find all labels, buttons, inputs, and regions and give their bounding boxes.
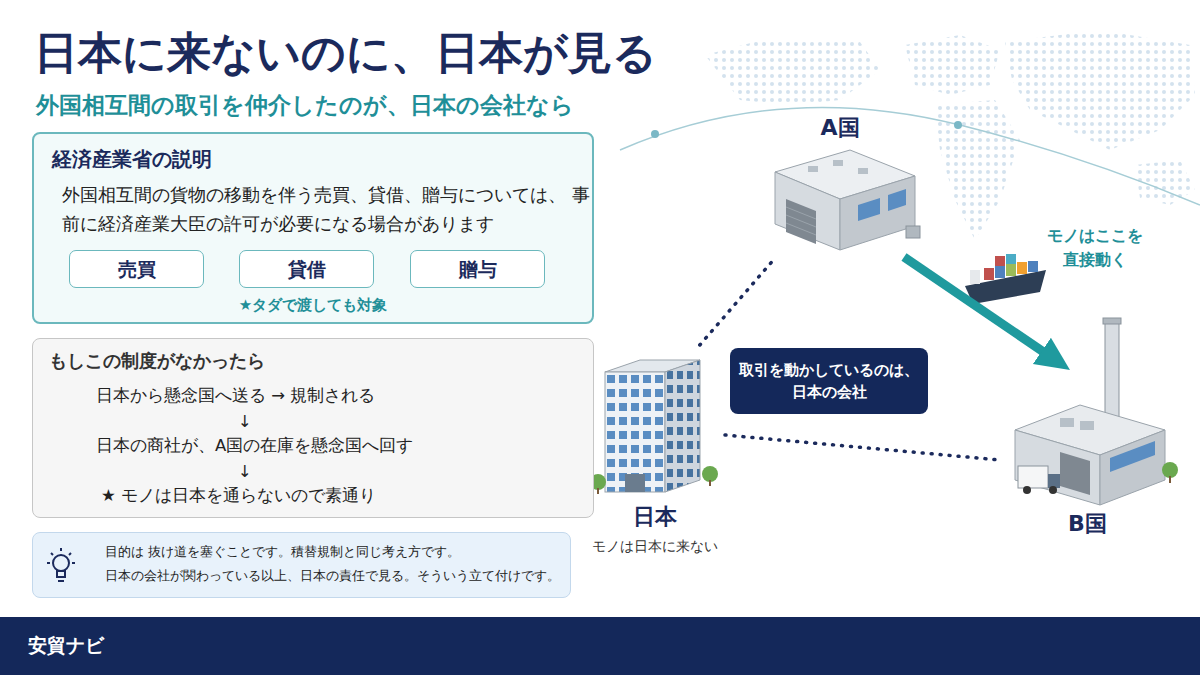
factory-icon-part (1169, 476, 1171, 483)
callout-box: 取引を動かしているのは、 日本の会社 (730, 348, 928, 414)
cargo-ship-part (995, 256, 1005, 266)
factory-icon-part (1023, 486, 1031, 494)
lightbulb-icon-part (58, 580, 64, 582)
lightbulb-icon-part (69, 553, 71, 555)
world-map-part (1005, 30, 1195, 150)
cargo-ship-part (1028, 261, 1038, 272)
explanation-panel: 経済産業省の説明外国相互間の貨物の移動を伴う売買、貸借、贈与については、 事前に… (32, 132, 594, 324)
route-line-part (651, 130, 659, 138)
type-button: 貸借 (239, 250, 374, 288)
warehouse-icon-part (808, 166, 818, 172)
cargo-ship-part (995, 266, 1005, 278)
cargo-ship (965, 254, 1046, 304)
office-building-icon-part (665, 360, 700, 492)
route-line-part (954, 121, 962, 129)
factory-icon-part (1060, 452, 1090, 495)
node-text: 日本の商社が、A国の在庫を懸念国へ回す (96, 435, 413, 456)
node-text: ★タダで渡しても対象 (34, 296, 592, 316)
edge-label: モノはここを 直接動く (1040, 224, 1150, 272)
factory-icon-part (1100, 430, 1165, 505)
factory-icon-part (1048, 474, 1060, 488)
cargo-ship-part (1017, 262, 1027, 274)
node-heading: 安貿ナビ (28, 633, 104, 658)
factory-icon-part (1018, 466, 1048, 488)
office-building-icon (590, 360, 718, 494)
dotted-connector (725, 435, 1000, 460)
country-a: A国 (760, 112, 920, 257)
node-heading: A国 (760, 114, 920, 143)
node-text: ★ モノは日本を通らないので素通り (101, 485, 376, 506)
page-title: 日本に来ないのに、日本が見る (34, 24, 657, 81)
warehouse-icon-part (775, 172, 840, 250)
node-text: 日本から懸念国へ送る → 規制される (96, 385, 375, 406)
office-building-icon-part (702, 466, 718, 482)
warehouse-icon-part (906, 226, 920, 238)
node-heading: 目的は 抜け道を塞ぐことです。積替規制と同じ考え方です。 (105, 544, 460, 561)
world-map-part (705, 38, 880, 105)
factory-icon-part (1080, 421, 1094, 430)
warehouse-icon-part (840, 176, 915, 250)
flow-arrow (904, 257, 1053, 359)
lightbulb-icon-part (47, 562, 50, 564)
subtitle: 外国相互間の取引を仲介したのが、日本の会社なら (36, 91, 574, 121)
lightbulb-icon-part (72, 562, 75, 564)
office-building-icon-part (597, 488, 599, 494)
node-heading: 日本 (585, 503, 725, 532)
dotted-connector (700, 257, 776, 345)
office-building-icon-part (709, 480, 711, 486)
node-text: 日本の会社が関わっている以上、日本の責任で見る。そういう立て付けです。 (105, 568, 560, 585)
footer-band: 安貿ナビ (0, 617, 1200, 675)
factory-icon-part (1049, 486, 1057, 494)
world-map-part (935, 100, 1020, 240)
hypothetical-panel: もしこの制度がなかったら日本から懸念国へ送る → 規制される ↓ 日本の商社が、A国… (32, 338, 594, 518)
warehouse-icon-part (786, 223, 816, 235)
country-b: B国 (1000, 370, 1175, 550)
warehouse-icon (775, 150, 920, 250)
node-heading: 貸借 (288, 257, 326, 282)
node-text: 外国相互間の貨物の移動を伴う売買、貸借、贈与については、 事前に経済産業大臣の許… (62, 180, 592, 238)
japan: 日本モノは日本に来ない (585, 345, 725, 570)
node-heading: 取引を動かしているのは、 日本の会社 (738, 359, 920, 404)
node-heading: 贈与 (459, 257, 497, 282)
world-map-part (905, 35, 1000, 95)
node-heading: もしこの制度がなかったら (49, 349, 265, 372)
lightbulb-icon-part (57, 571, 65, 577)
node-heading: B国 (1000, 510, 1175, 539)
cargo-ship-part (984, 268, 994, 280)
lightbulb-icon-part (53, 555, 69, 571)
factory-icon-part (1103, 318, 1121, 324)
office-building-icon-part (605, 372, 665, 492)
warehouse-icon-part (786, 199, 816, 244)
purpose-note: 目的は 抜け道を塞ぐことです。積替規制と同じ考え方です。日本の会社が関わっている… (32, 532, 571, 598)
cargo-ship-part (1006, 264, 1016, 276)
node-text: モノは日本に来ない (585, 538, 725, 556)
node-text: ↓ (238, 461, 252, 482)
factory-icon-part (1015, 430, 1100, 505)
node-heading: 売買 (118, 257, 156, 282)
cargo-ship-part (965, 270, 1046, 304)
lightbulb-icon-part (60, 548, 62, 551)
office-building-icon-part (625, 474, 645, 492)
type-button: 贈与 (410, 250, 545, 288)
cargo-ship-part (1006, 254, 1016, 264)
warehouse-icon-part (888, 189, 906, 211)
warehouse-icon-part (858, 168, 868, 174)
factory-icon-part (1110, 441, 1155, 472)
warehouse-icon-part (833, 160, 843, 166)
type-button: 売買 (69, 250, 204, 288)
node-text: ↓ (238, 411, 252, 432)
factory-icon-part (1162, 462, 1178, 478)
factory-icon-part (1060, 418, 1074, 427)
lightbulb-icon (44, 546, 78, 588)
cargo-ship-part (970, 270, 980, 284)
node-heading: 経済産業省の説明 (52, 146, 212, 172)
warehouse-icon-part (858, 198, 880, 221)
lightbulb-icon-part (51, 553, 53, 555)
